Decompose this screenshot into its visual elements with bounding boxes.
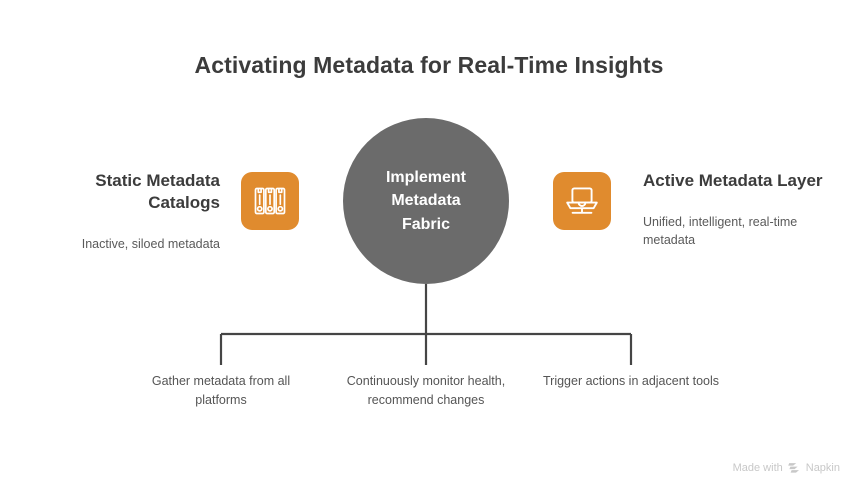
side-block-static-metadata-catalogs: Static Metadata Catalogs Inactive, siloe… <box>30 170 220 253</box>
napkin-logo-icon <box>787 463 799 473</box>
leaf-label-gather-metadata: Gather metadata from all platforms <box>151 374 291 407</box>
laptop-icon <box>566 187 598 214</box>
side-title-left: Static Metadata Catalogs <box>95 171 220 213</box>
archive-binders-icon <box>254 187 286 215</box>
side-description-right: Unified, intelligent, real-time metadata <box>643 215 798 248</box>
leaf-label-trigger-actions: Trigger actions in adjacent tools <box>542 374 720 388</box>
watermark-brand-label: Napkin <box>805 462 840 474</box>
laptop-icon-tile[interactable] <box>553 172 611 230</box>
side-block-active-metadata-layer: Active Metadata Layer Unified, intellige… <box>643 170 833 249</box>
center-node-label: Implement Metadata Fabric <box>385 169 466 233</box>
page-title: Activating Metadata for Real-Time Insigh… <box>194 52 664 78</box>
side-description-left: Inactive, siloed metadata <box>81 237 220 252</box>
center-node[interactable]: Implement Metadata Fabric <box>343 118 509 284</box>
watermark[interactable]: Made with Napkin <box>733 462 840 474</box>
side-title-right: Active Metadata Layer <box>643 171 823 190</box>
archive-binders-icon-tile[interactable] <box>241 172 299 230</box>
watermark-made-with-label: Made with <box>732 462 783 474</box>
leaf-label-monitor-health: Continuously monitor health, recommend c… <box>346 374 506 407</box>
